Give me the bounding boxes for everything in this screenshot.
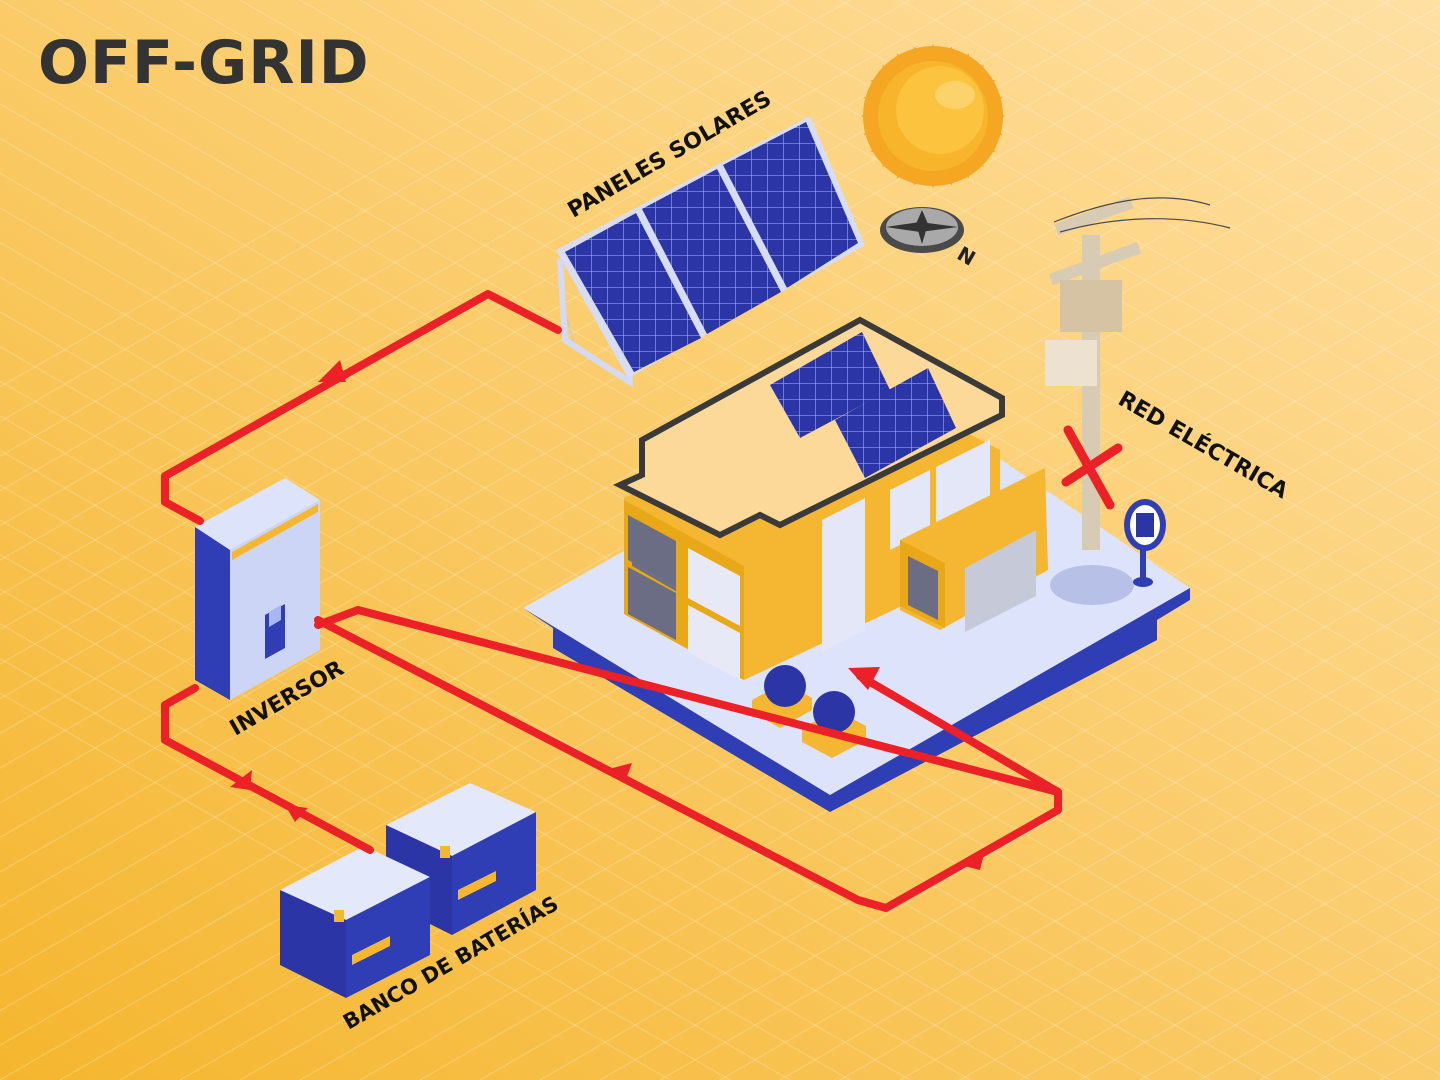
sun-icon (861, 44, 1005, 188)
no-grid-cross-icon (1061, 425, 1123, 510)
inverter-icon (195, 478, 320, 700)
solar-panel-icon (553, 116, 865, 388)
flow-arrows (230, 360, 985, 870)
compass-icon (880, 207, 964, 253)
shrub-icon (752, 665, 866, 758)
battery-icon (280, 783, 536, 998)
energy-flow-lines (161, 290, 1062, 912)
page-title: OFF-GRID (38, 28, 370, 98)
ev-charger-icon (1124, 499, 1166, 587)
roof-solar-panels (770, 332, 956, 478)
